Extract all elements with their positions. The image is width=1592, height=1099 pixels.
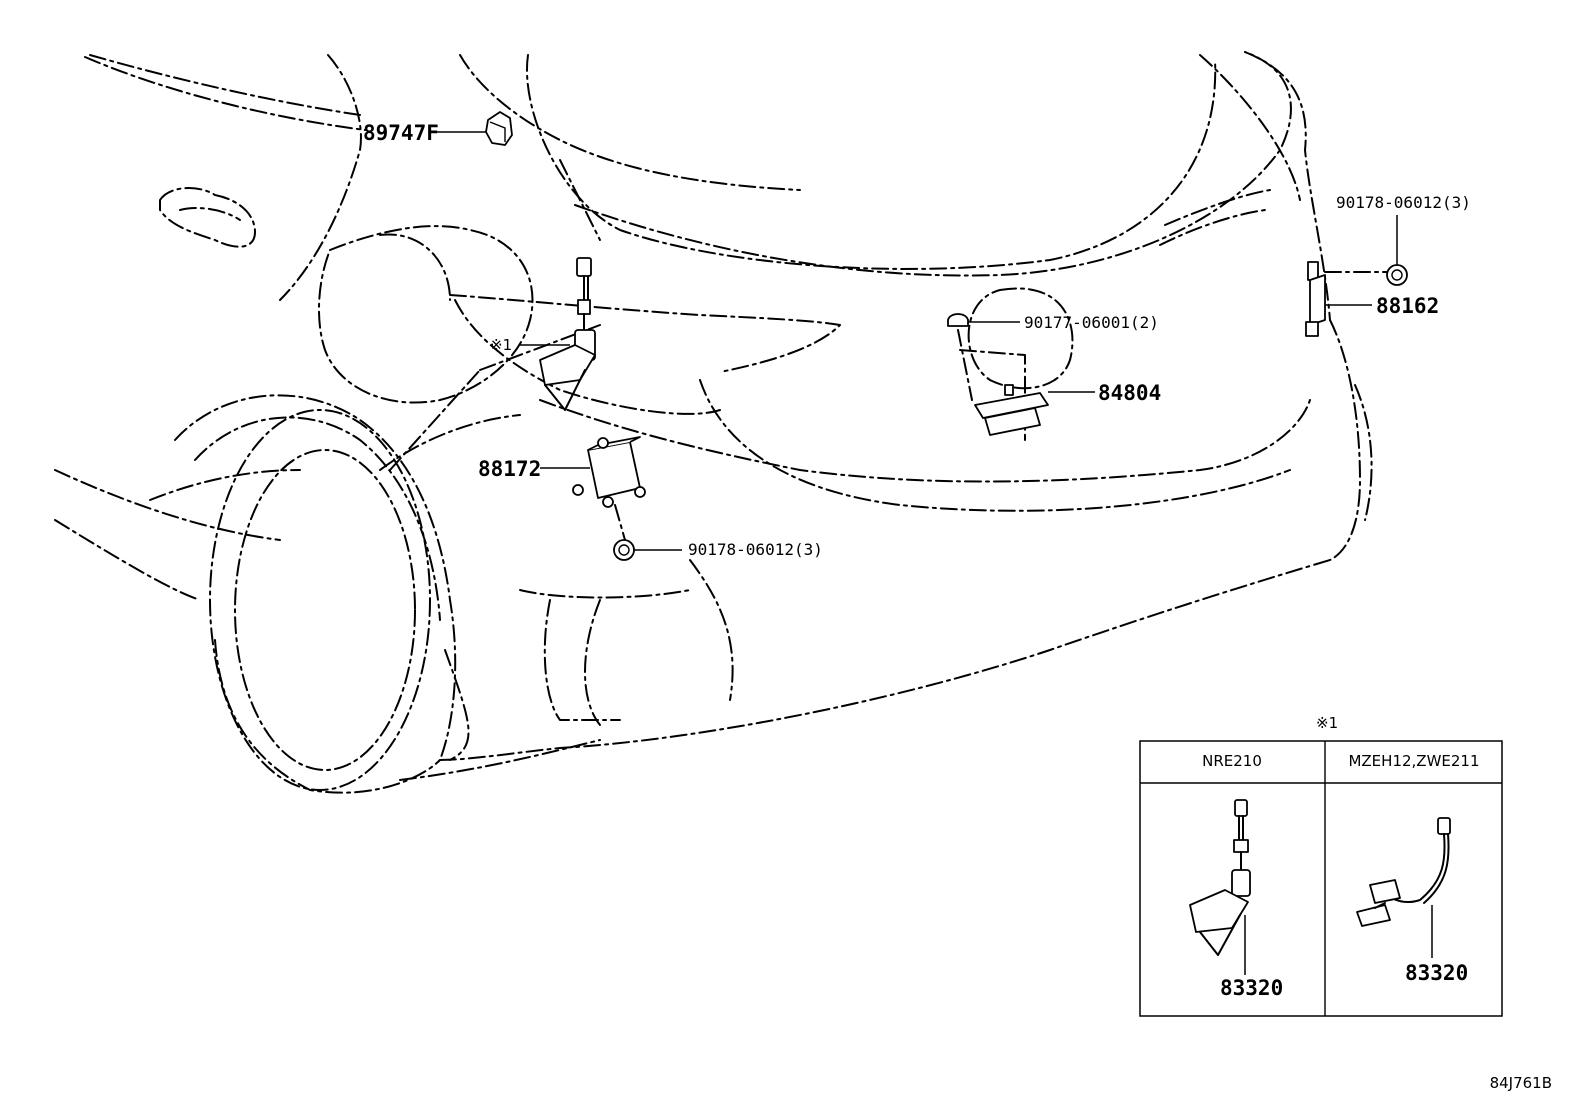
label-90178-top: 90178-06012(3)	[1336, 193, 1471, 212]
part-83320-antenna-assembly	[520, 257, 596, 411]
part-84804-switch	[974, 384, 1095, 436]
label-90178-middle: 90178-06012(3)	[688, 540, 823, 559]
inset-label-83320-right: 83320	[1405, 961, 1468, 985]
diagram-id: 84J761B	[1490, 1074, 1552, 1092]
inset-note: ※1	[1316, 714, 1338, 732]
label-88172: 88172	[478, 457, 541, 481]
part-88172-module	[540, 436, 646, 541]
inset-header-nre210: NRE210	[1202, 752, 1262, 770]
inset-header-mzeh12-zwe211: MZEH12,ZWE211	[1348, 752, 1479, 770]
label-84804: 84804	[1098, 381, 1161, 405]
inset-part-nre210-antenna	[1189, 799, 1251, 975]
part-90177-clip	[947, 313, 1020, 401]
inset-label-83320-left: 83320	[1220, 976, 1283, 1000]
part-90178-nut-top	[1386, 215, 1408, 286]
inset-part-mzeh12-antenna	[1356, 817, 1451, 958]
part-89747f-sensor	[436, 111, 513, 146]
label-89747f: 89747F	[363, 121, 439, 145]
part-88162-sensor	[1305, 261, 1391, 337]
label-90177: 90177-06001(2)	[1024, 313, 1159, 332]
vehicle-outline	[54, 51, 1373, 794]
inset-box: ※1 NRE210 MZEH12,ZWE211 83320 8	[1139, 714, 1503, 1017]
label-88162: 88162	[1376, 294, 1439, 318]
part-90178-nut-middle	[613, 539, 682, 561]
label-note-ref: ※1	[490, 336, 512, 354]
